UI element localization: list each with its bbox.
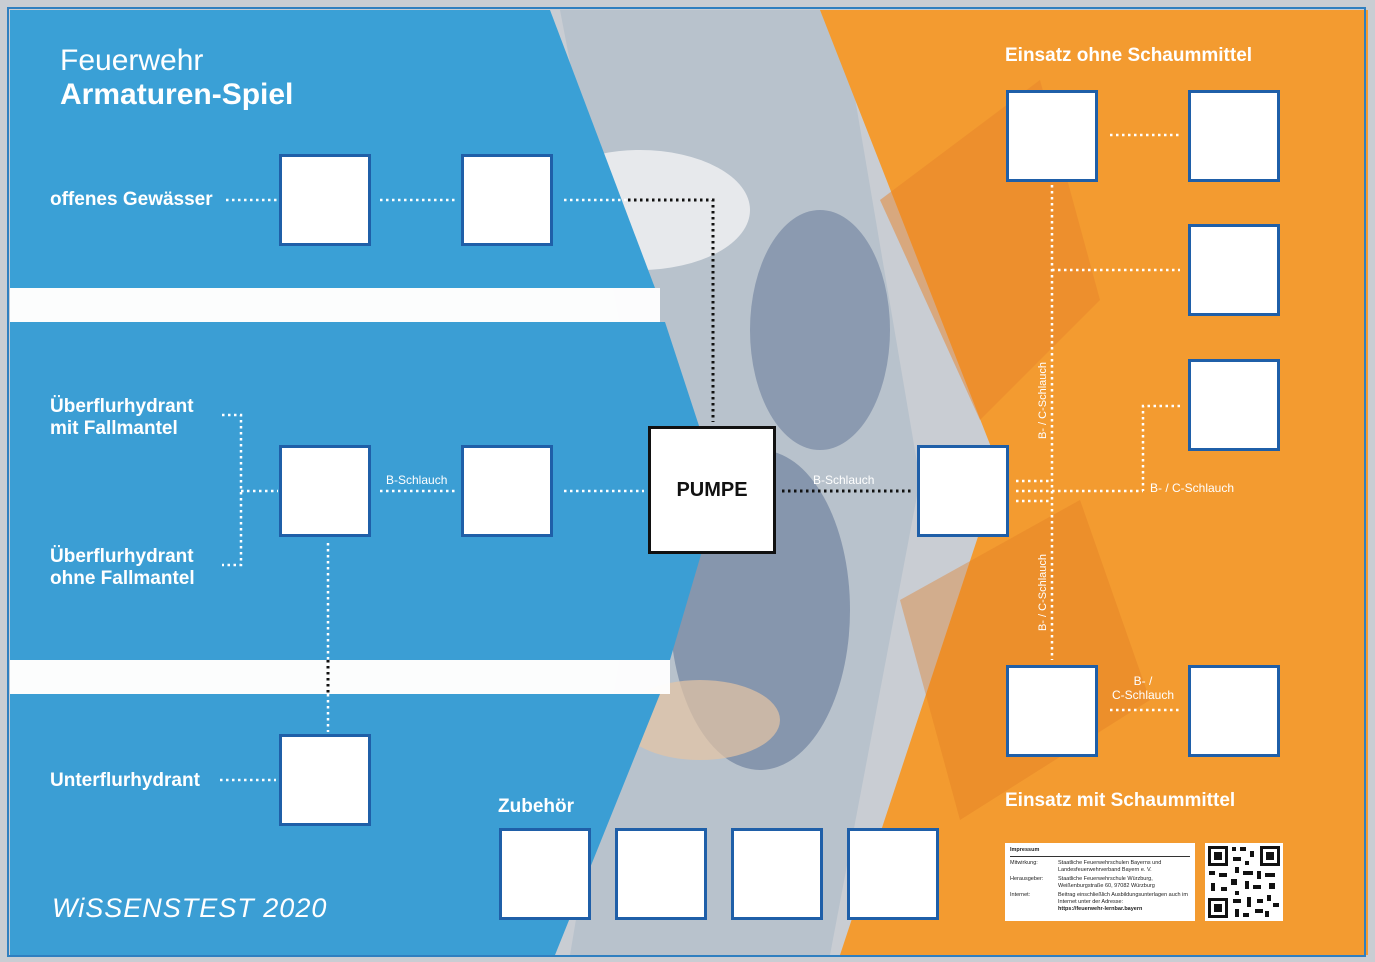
hose-label-bc-vertical-top: B- / C-Schlauch bbox=[1037, 349, 1049, 439]
card-slot[interactable] bbox=[1188, 90, 1280, 182]
hose-label-bc-right: B- / C-Schlauch bbox=[1150, 481, 1234, 495]
header-with-foam: Einsatz mit Schaummittel bbox=[1005, 790, 1235, 812]
impressum-value: Staatliche Feuerwehrschulen Bayerns und … bbox=[1058, 860, 1190, 874]
impressum-key: Internet: bbox=[1010, 892, 1058, 906]
accessory-slot[interactable] bbox=[731, 828, 823, 920]
impressum-url[interactable]: https://feuerwehr-lernbar.bayern bbox=[1058, 906, 1190, 913]
card-slot[interactable] bbox=[461, 445, 553, 537]
impressum-title: Impressum bbox=[1010, 847, 1190, 854]
label-hydrant-without-mantle: Überflurhydrant ohne Fallmantel bbox=[50, 546, 195, 590]
hose-label-bc-bottom: B- / C-Schlauch bbox=[1112, 674, 1174, 702]
card-slot[interactable] bbox=[279, 445, 371, 537]
impressum-key: Mitwirkung: bbox=[1010, 860, 1058, 874]
hose-label-b-left: B-Schlauch bbox=[386, 473, 447, 487]
card-slot[interactable] bbox=[461, 154, 553, 246]
card-slot[interactable] bbox=[917, 445, 1009, 537]
card-slot[interactable] bbox=[1188, 224, 1280, 316]
accessory-slot[interactable] bbox=[615, 828, 707, 920]
card-slot[interactable] bbox=[1188, 359, 1280, 451]
hose-label-b-right: B-Schlauch bbox=[813, 473, 874, 487]
qr-code-icon bbox=[1205, 843, 1283, 921]
impressum-value: Beitrag einschließlich Ausbildungsunterl… bbox=[1058, 892, 1190, 906]
card-slot[interactable] bbox=[279, 154, 371, 246]
label-underground-hydrant: Unterflurhydrant bbox=[50, 770, 200, 792]
label-open-water: offenes Gewässer bbox=[50, 189, 213, 211]
title-line-2: Armaturen-Spiel bbox=[60, 78, 293, 112]
card-slot[interactable] bbox=[1006, 665, 1098, 757]
card-slot[interactable] bbox=[1188, 665, 1280, 757]
wissenstest-logo: WiSSENSTEST 2020 bbox=[52, 893, 327, 924]
accessory-slot[interactable] bbox=[499, 828, 591, 920]
header-no-foam: Einsatz ohne Schaummittel bbox=[1005, 45, 1252, 67]
label-hydrant-with-mantle: Überflurhydrant mit Fallmantel bbox=[50, 396, 194, 440]
card-slot[interactable] bbox=[279, 734, 371, 826]
impressum-box: Impressum Mitwirkung:Staatliche Feuerweh… bbox=[1005, 843, 1195, 921]
card-slot[interactable] bbox=[1006, 90, 1098, 182]
accessories-label: Zubehör bbox=[498, 796, 574, 818]
hose-label-bc-vertical-bottom: B- / C-Schlauch bbox=[1037, 541, 1049, 631]
pump-box[interactable]: PUMPE bbox=[648, 426, 776, 554]
title-line-1: Feuerwehr bbox=[60, 44, 203, 78]
accessory-slot[interactable] bbox=[847, 828, 939, 920]
impressum-value: Staatliche Feuerwehrschule Würzburg, Wei… bbox=[1058, 876, 1190, 890]
impressum-key: Herausgeber: bbox=[1010, 876, 1058, 890]
